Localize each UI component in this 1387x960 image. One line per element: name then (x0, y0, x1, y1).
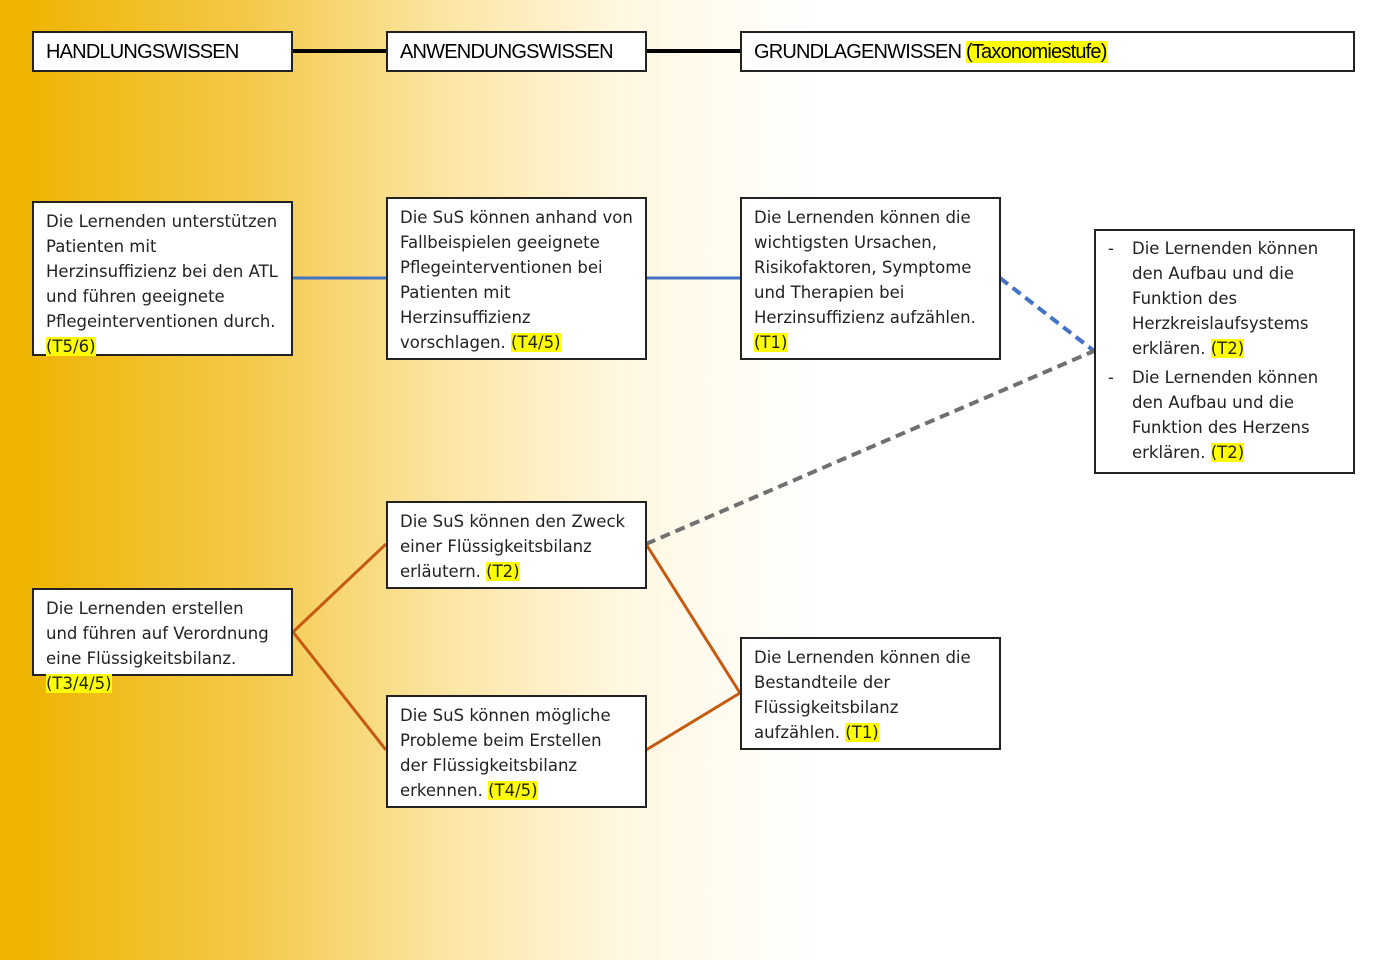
box-handlung-herzinsuffizienz: Die Lernenden unterstützen Patienten mit… (32, 201, 293, 356)
box-anwendung-pflegeinterventionen: Die SuS können anhand von Fallbeispielen… (386, 197, 647, 360)
taxonomy-tag: (T4/5) (488, 781, 538, 800)
orange-connector-2 (291, 631, 388, 751)
box-anwendung-probleme-bilanz: Die SuS können mögliche Probleme beim Er… (386, 695, 647, 808)
orange-connector-3 (644, 543, 742, 694)
taxonomy-tag: (T2) (1210, 339, 1245, 358)
list-item-text: Die Lernenden können den Aufbau und die … (1132, 368, 1319, 462)
header-grundlagenwissen-label: GRUNDLAGENWISSEN (754, 41, 962, 63)
header-anwendungswissen: ANWENDUNGSWISSEN (386, 31, 647, 72)
box-handlung-fluessigkeitsbilanz: Die Lernenden erstellen und führen auf V… (32, 588, 293, 693)
box-text: Die Lernenden unterstützen Patienten mit… (46, 212, 278, 331)
box-text: Die Lernenden erstellen und führen auf V… (46, 599, 269, 668)
taxonomy-tag: (T1) (754, 333, 788, 352)
header-anwendungswissen-label: ANWENDUNGSWISSEN (400, 41, 614, 63)
orange-connector-4 (645, 691, 741, 752)
taxonomy-tag: (T5/6) (46, 337, 96, 356)
gray-dashed-connector (645, 349, 1095, 546)
list-item: Die Lernenden können den Aufbau und die … (1108, 236, 1341, 361)
box-text: Die Lernenden können die Bestandteile de… (754, 648, 971, 742)
header-handlungswissen-label: HANDLUNGSWISSEN (46, 41, 239, 63)
box-text: Die SuS können mögliche Probleme beim Er… (400, 706, 611, 800)
box-grundlagen-ursachen: Die Lernenden können die wichtigsten Urs… (740, 197, 1001, 360)
header-taxonomy-tag: (Taxonomiestufe) (966, 41, 1107, 63)
taxonomy-tag: (T1) (845, 723, 879, 742)
list-item: Die Lernenden können den Aufbau und die … (1108, 365, 1341, 465)
herz-list: Die Lernenden können den Aufbau und die … (1108, 236, 1341, 465)
box-grundlagen-herz: Die Lernenden können den Aufbau und die … (1094, 229, 1355, 474)
taxonomy-tag: (T4/5) (511, 333, 561, 352)
box-text: Die SuS können anhand von Fallbeispielen… (400, 208, 633, 352)
box-grundlagen-bestandteile: Die Lernenden können die Bestandteile de… (740, 637, 1001, 750)
box-text: Die SuS können den Zweck einer Flüssigke… (400, 512, 626, 581)
box-anwendung-zweck-bilanz: Die SuS können den Zweck einer Flüssigke… (386, 501, 647, 589)
taxonomy-tag: (T2) (1210, 443, 1245, 462)
orange-connector-1 (291, 542, 388, 634)
box-text: Die Lernenden können die wichtigsten Urs… (754, 208, 976, 327)
blue-dashed-connector (998, 276, 1096, 353)
header-handlungswissen: HANDLUNGSWISSEN (32, 31, 293, 72)
header-grundlagenwissen: GRUNDLAGENWISSEN (Taxonomiestufe) (740, 31, 1355, 72)
list-item-text: Die Lernenden können den Aufbau und die … (1132, 239, 1319, 358)
taxonomy-tag: (T2) (486, 562, 520, 581)
taxonomy-tag: (T3/4/5) (46, 674, 112, 693)
